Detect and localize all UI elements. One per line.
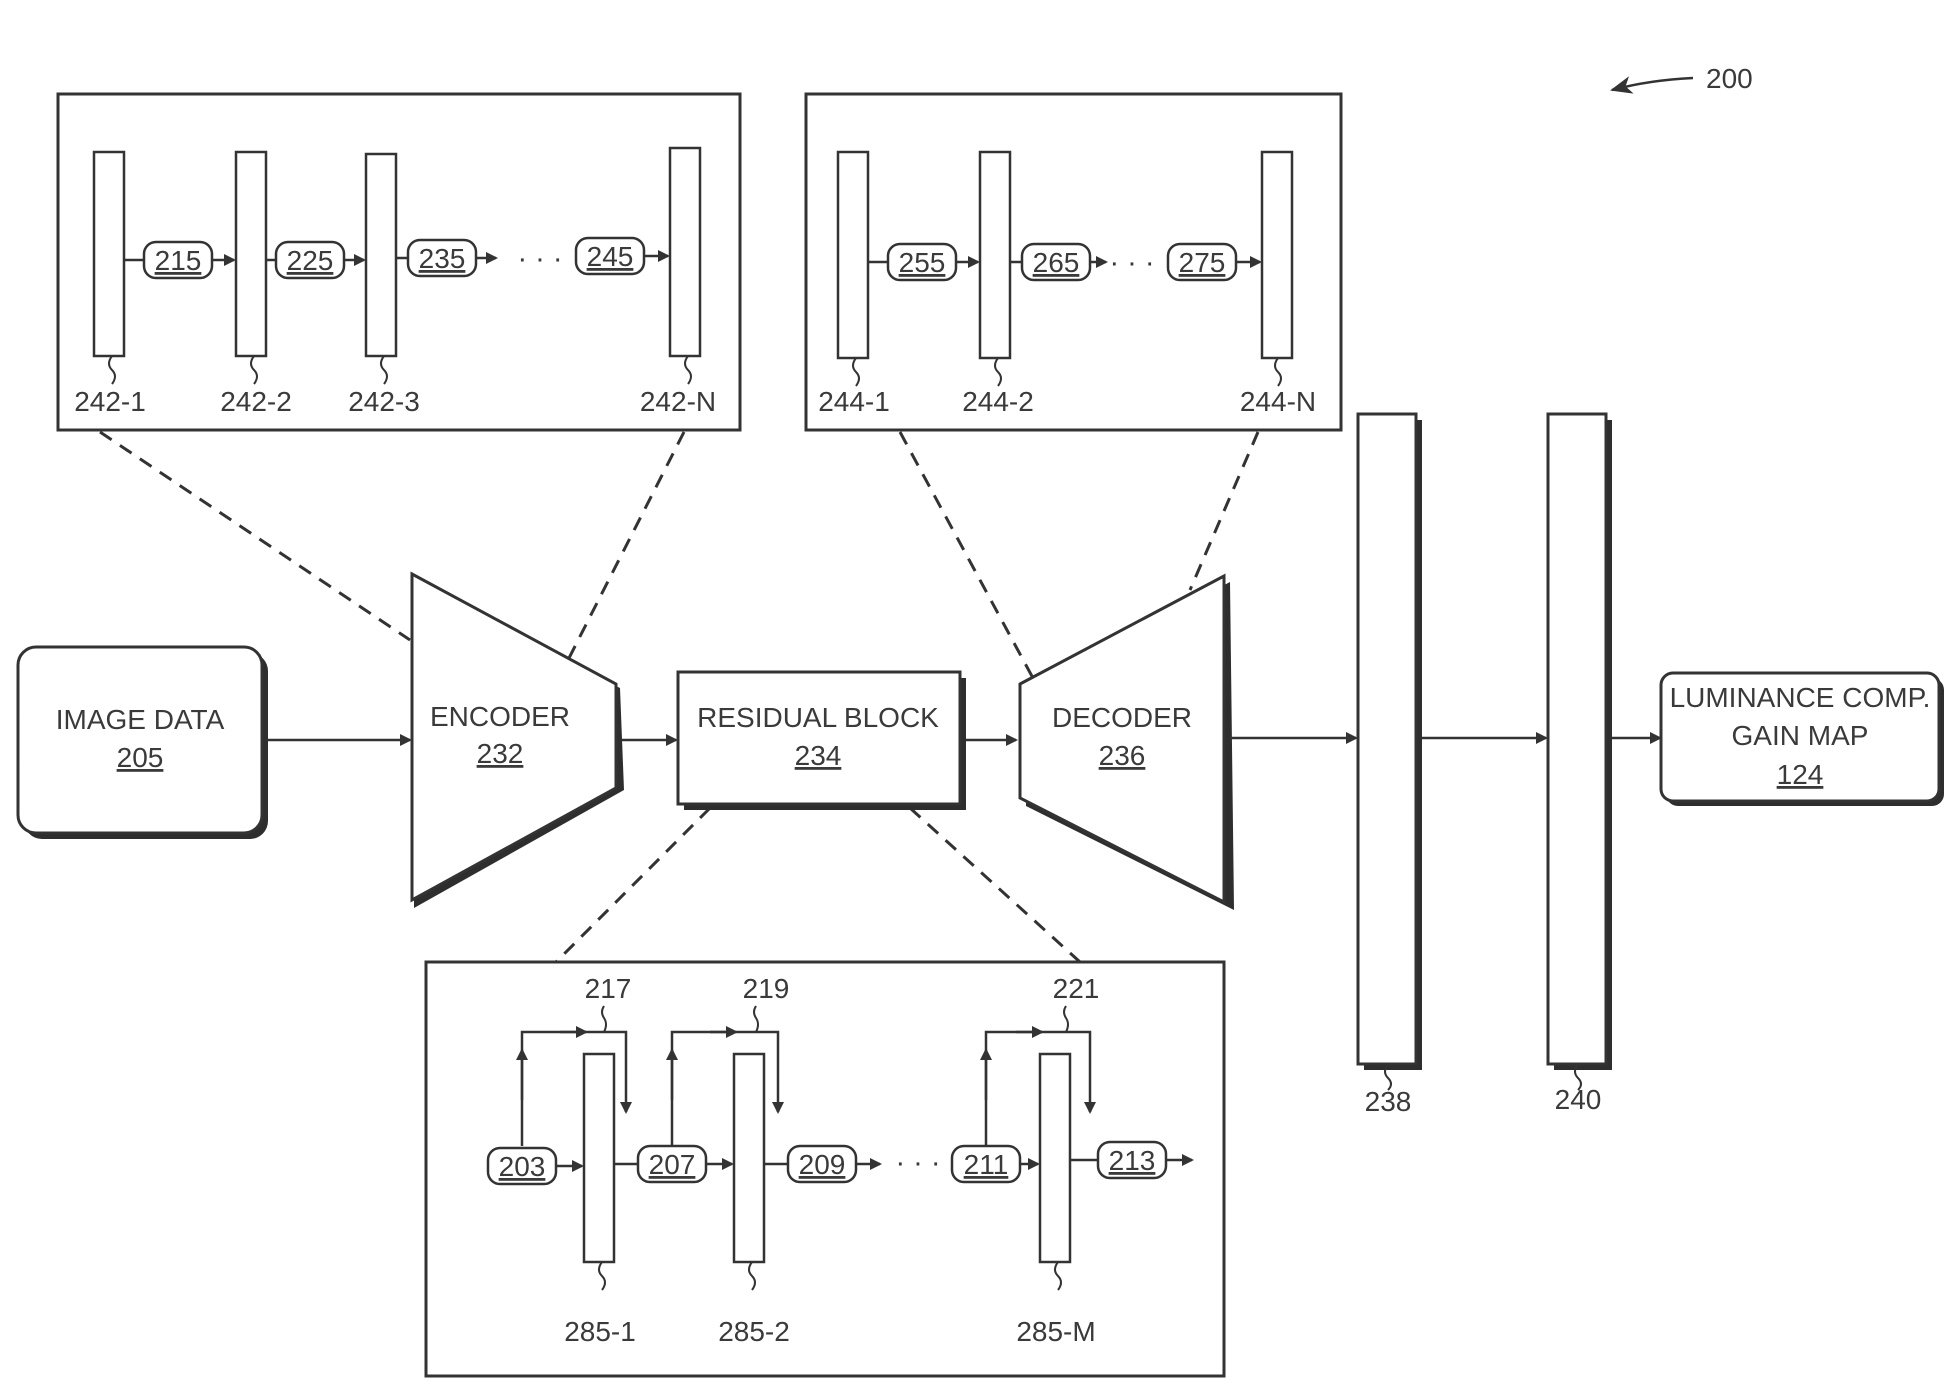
bar-242-N-label: 242-N	[640, 386, 716, 417]
connection-209-label: 209	[799, 1149, 846, 1180]
skip-217-label: 217	[585, 973, 632, 1004]
residual-block: RESIDUAL BLOCK 234	[678, 672, 966, 810]
residual-layer-bar	[584, 1054, 614, 1262]
residual-block-title: RESIDUAL BLOCK	[697, 702, 939, 733]
bar-285-2-label: 285-2	[718, 1316, 790, 1347]
ellipsis: · · ·	[1109, 247, 1154, 279]
decoder-layer-bar	[1262, 152, 1292, 358]
encoder-ref: 232	[477, 738, 524, 769]
bar-244-N-label: 244-N	[1240, 386, 1316, 417]
skip-221-label: 221	[1053, 973, 1100, 1004]
zoom-line	[556, 808, 710, 962]
layer-240-label: 240	[1555, 1084, 1602, 1115]
bar-244-2-label: 244-2	[962, 386, 1034, 417]
bar-285-1-label: 285-1	[564, 1316, 636, 1347]
encoder-title: ENCODER	[430, 701, 570, 732]
output-block: LUMINANCE COMP. GAIN MAP 124	[1661, 673, 1944, 806]
bar-242-3-label: 242-3	[348, 386, 420, 417]
output-title-line2: GAIN MAP	[1732, 720, 1869, 751]
connection-215-label: 215	[155, 245, 202, 276]
ellipsis: · · ·	[895, 1147, 940, 1179]
connection-207-label: 207	[649, 1149, 696, 1180]
decoder-layer-bar	[838, 152, 868, 358]
connection-265-label: 265	[1033, 247, 1080, 278]
decoder-ref: 236	[1099, 740, 1146, 771]
output-title-line1: LUMINANCE COMP.	[1670, 682, 1931, 713]
zoom-line	[1190, 432, 1258, 590]
residual-block-box	[678, 672, 960, 804]
ellipsis: · · ·	[517, 243, 562, 275]
connection-275-label: 275	[1179, 247, 1226, 278]
residual-layer-bar	[1040, 1054, 1070, 1262]
encoder-layer-bar	[366, 154, 396, 356]
layer-240: 240	[1548, 414, 1612, 1115]
zoom-line	[900, 432, 1034, 680]
figure-ref-label: 200	[1706, 63, 1753, 94]
bar-242-1-label: 242-1	[74, 386, 146, 417]
figure-reference: 200	[1612, 63, 1753, 94]
encoder-layer-bar	[236, 152, 266, 356]
layer-238: 238	[1358, 414, 1422, 1117]
bar-285-M-label: 285-M	[1016, 1316, 1095, 1347]
connection-235-label: 235	[419, 243, 466, 274]
bar-244-1-label: 244-1	[818, 386, 890, 417]
residual-block-ref: 234	[795, 740, 842, 771]
decoder-block: DECODER 236	[1020, 576, 1234, 910]
encoder-block: ENCODER 232	[412, 574, 624, 908]
bar-242-2-label: 242-2	[220, 386, 292, 417]
encoder-detail-panel: 215 225 235 245 · · · 242-1 242-2 242-3 …	[58, 94, 740, 430]
encoder-layer-bar	[94, 152, 124, 356]
encoder-layer-bar	[670, 148, 700, 356]
zoom-line	[568, 432, 684, 660]
decoder-detail-panel: 255 265 275 · · · 244-1 244-2 244-N	[806, 94, 1341, 430]
image-data-box	[18, 647, 262, 833]
connection-213-label: 213	[1109, 1145, 1156, 1176]
connection-211-label: 211	[964, 1149, 1009, 1180]
zoom-line	[910, 808, 1080, 962]
output-ref: 124	[1777, 759, 1824, 790]
image-data-ref: 205	[117, 742, 164, 773]
residual-detail-panel: 217 219 221 203 207 209 211 213	[426, 962, 1224, 1376]
decoder-title: DECODER	[1052, 702, 1192, 733]
skip-219-label: 219	[743, 973, 790, 1004]
layer-240-bar	[1548, 414, 1606, 1064]
connection-245-label: 245	[587, 241, 634, 272]
image-data-title: IMAGE DATA	[56, 704, 225, 735]
decoder-layer-bar	[980, 152, 1010, 358]
layer-238-bar	[1358, 414, 1416, 1064]
layer-238-label: 238	[1365, 1086, 1412, 1117]
connection-225-label: 225	[287, 245, 334, 276]
connection-255-label: 255	[899, 247, 946, 278]
image-data-block: IMAGE DATA 205	[18, 647, 268, 839]
connection-203-label: 203	[499, 1151, 546, 1182]
zoom-line	[100, 432, 410, 640]
residual-layer-bar	[734, 1054, 764, 1262]
